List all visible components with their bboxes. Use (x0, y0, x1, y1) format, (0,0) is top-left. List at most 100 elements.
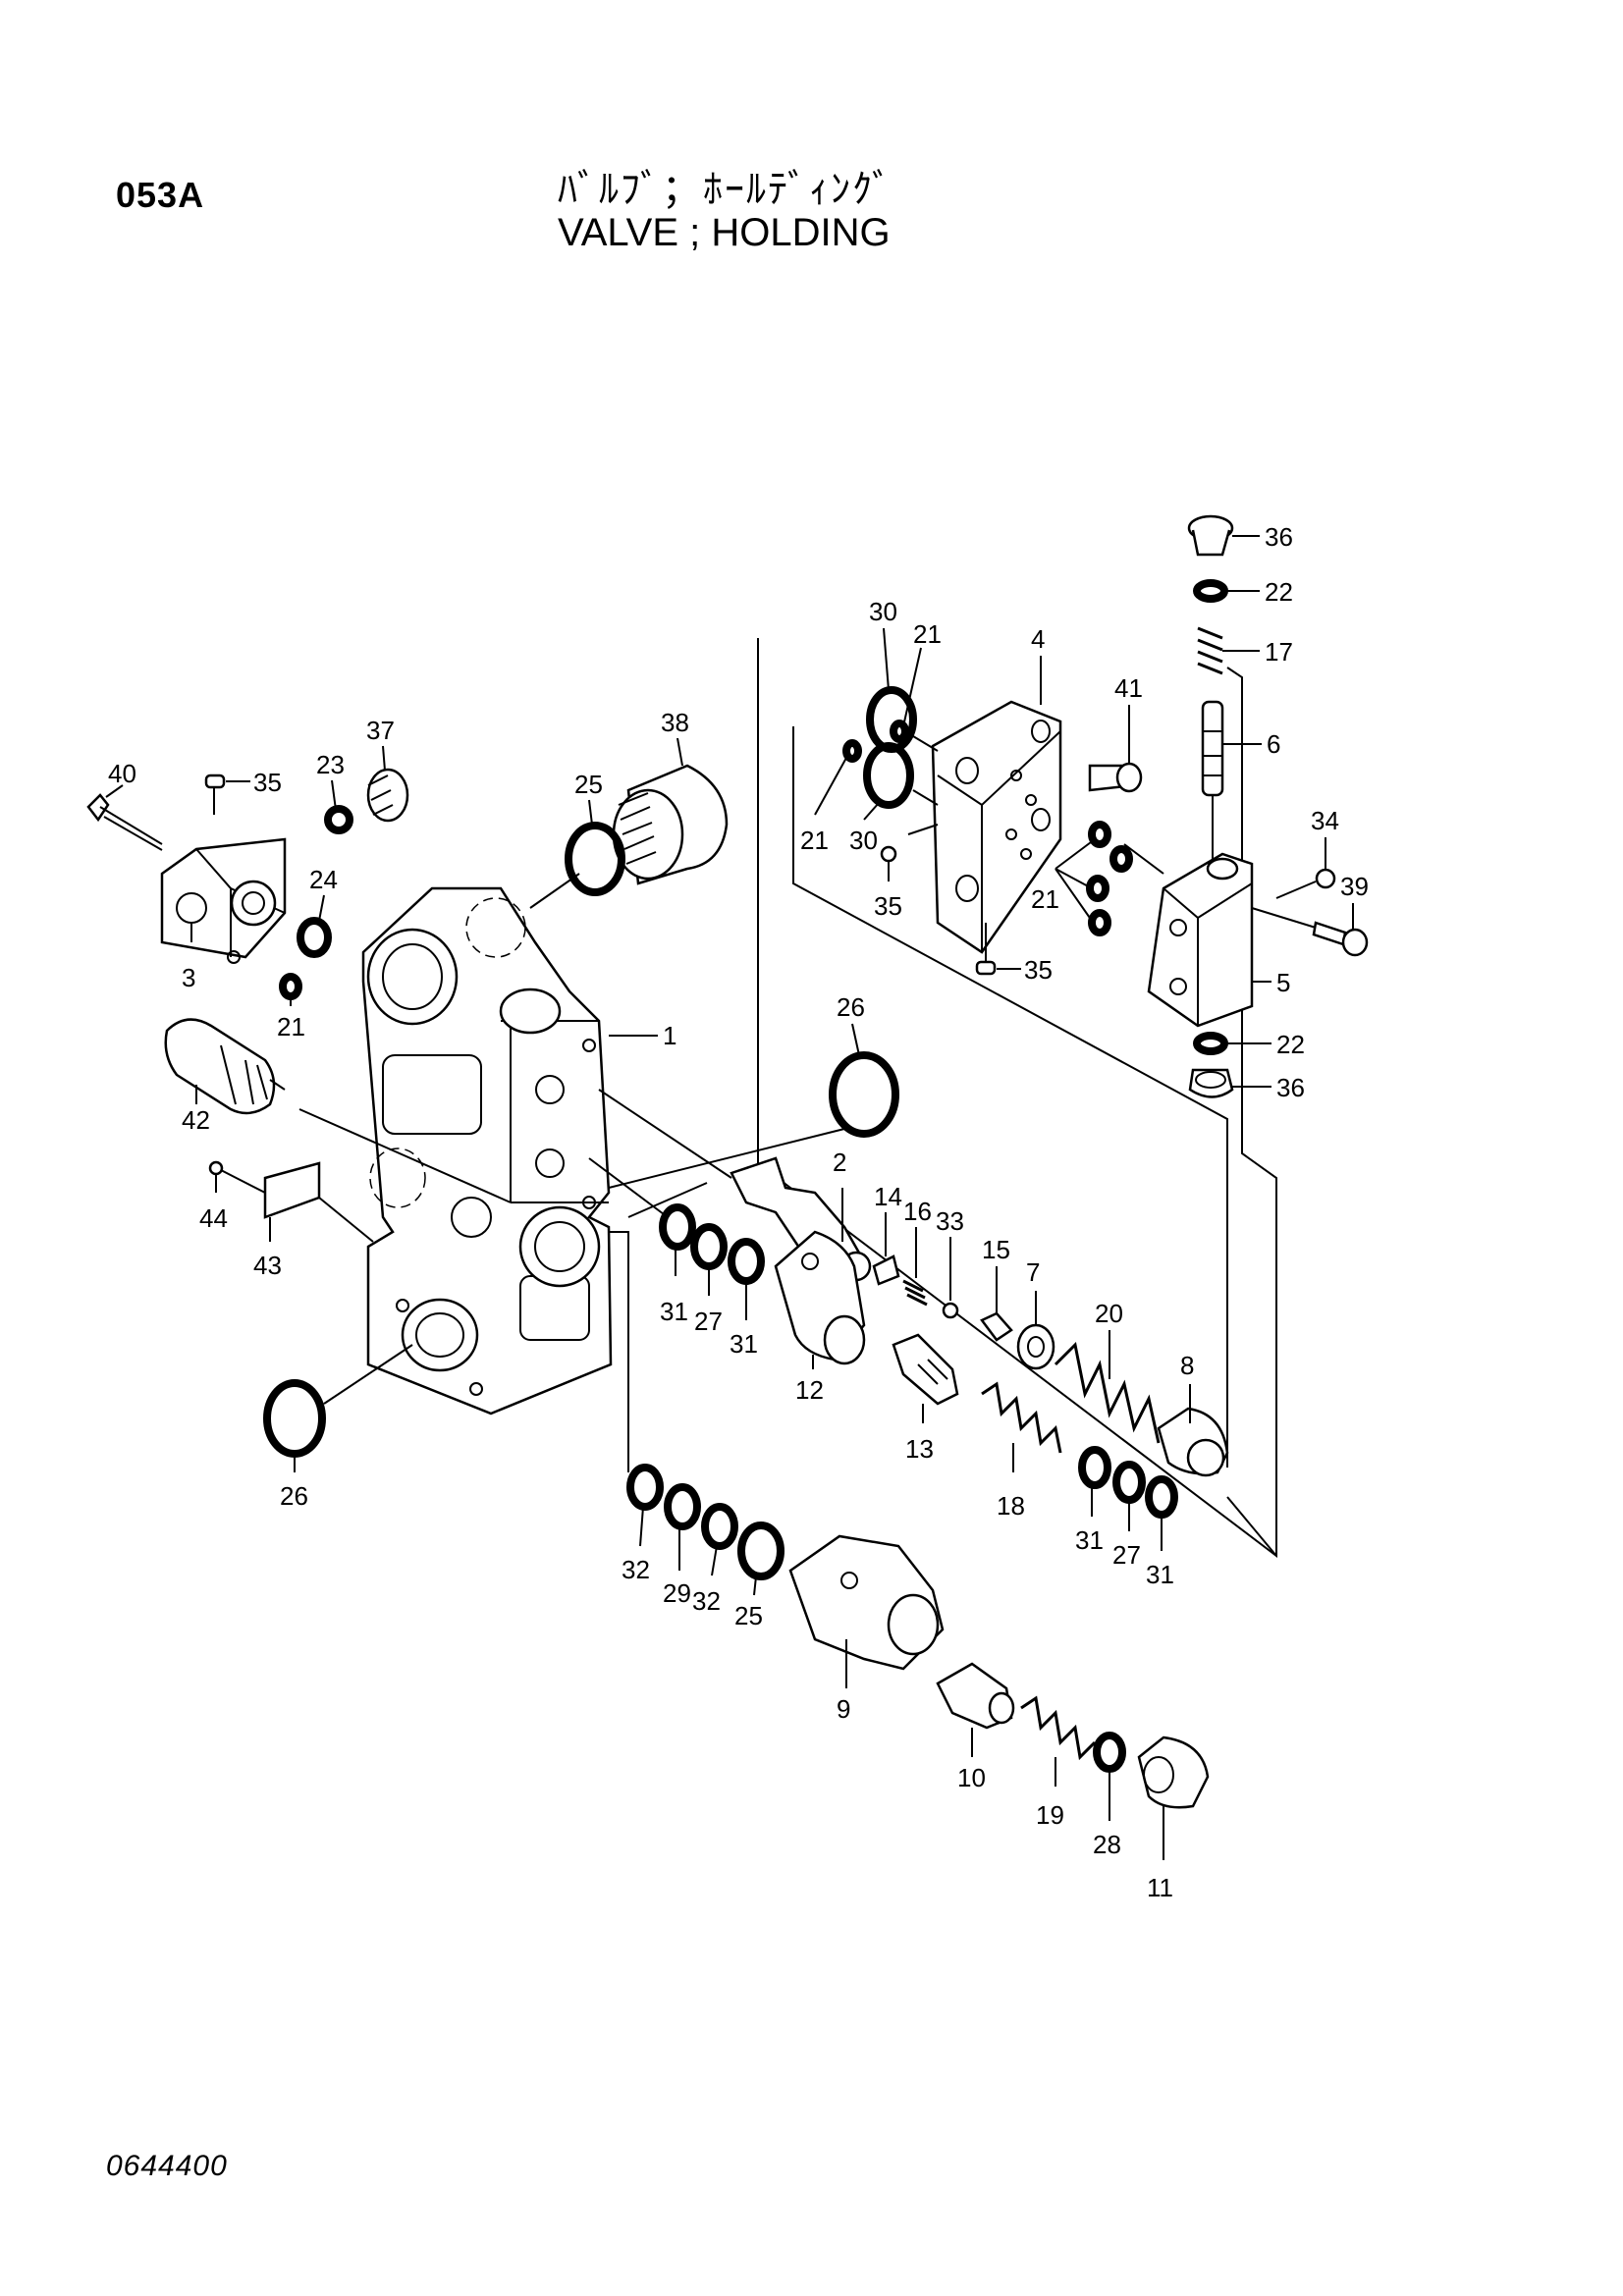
callout-label: 4 (1031, 624, 1045, 654)
oring-22-bottom (1193, 1032, 1228, 1055)
callout-label: 32 (692, 1586, 721, 1616)
callout-label: 43 (253, 1251, 282, 1280)
pin-6-part (1201, 700, 1224, 797)
callout-label: 36 (1265, 522, 1293, 552)
callout-label: 29 (663, 1578, 691, 1608)
callout-label: 39 (1340, 872, 1369, 901)
oring-22-top (1193, 579, 1228, 603)
ball-33-part (942, 1302, 959, 1319)
leader-4 (907, 735, 939, 835)
bolt-41-part (1088, 762, 1143, 793)
oring-28 (1093, 1732, 1126, 1773)
oring-21-mid (842, 739, 862, 763)
callout-label: 30 (869, 597, 897, 626)
poppet-10-part (936, 1662, 1015, 1730)
page-code: 053A (116, 175, 205, 215)
callout-label: 8 (1180, 1351, 1194, 1380)
callout-layer: 1 2 3 4 5 6 7 8 9 10 11 12 13 (105, 522, 1369, 1902)
callout-label: 2 (833, 1148, 846, 1177)
callout-label: 1 (663, 1021, 676, 1050)
spring-20-part (1054, 1341, 1161, 1444)
callout-label: 20 (1095, 1299, 1123, 1328)
ring-27-a (690, 1223, 728, 1270)
callout-label: 22 (1276, 1030, 1305, 1059)
callout-label: 40 (108, 759, 136, 788)
sleeve-12-part (774, 1230, 866, 1365)
plug-35-top (204, 774, 226, 789)
callout-label: 26 (280, 1481, 308, 1511)
leader-lower-stack (609, 1231, 629, 1472)
oring-31-c (1078, 1446, 1111, 1489)
plug-11-part (1137, 1735, 1210, 1809)
leader-43 (220, 1169, 374, 1243)
callout-label: 31 (1146, 1560, 1174, 1589)
callout-label: 16 (903, 1197, 932, 1226)
callout-label: 41 (1114, 673, 1143, 703)
leader-42 (298, 1108, 512, 1203)
callout-label: 23 (316, 750, 345, 779)
plug-37-part (366, 768, 409, 823)
callout-label: 5 (1276, 968, 1290, 997)
oring-21-top (890, 720, 909, 743)
callout-label: 27 (1112, 1540, 1141, 1570)
oring-24 (297, 917, 332, 958)
oring-32-a (626, 1464, 664, 1511)
block-5-part (1147, 852, 1254, 1028)
poppet-13-part (892, 1333, 959, 1406)
leader-31 (588, 1157, 669, 1218)
callout-label: 42 (182, 1105, 210, 1135)
callout-label: 31 (660, 1297, 688, 1326)
piston-15-part (980, 1311, 1013, 1342)
callout-label: 35 (1024, 955, 1053, 985)
plug-14-part (872, 1255, 900, 1286)
leader-26-left (323, 1344, 413, 1405)
leader-21-block (1123, 843, 1164, 875)
oring-21-r1 (1088, 821, 1111, 848)
title-english: VALVE ; HOLDING (558, 211, 891, 254)
callout-label: 19 (1036, 1800, 1064, 1830)
callout-label: 25 (574, 770, 603, 799)
oring-21-r3 (1086, 875, 1109, 902)
oring-21-r4 (1088, 909, 1111, 936)
callout-label: 26 (837, 992, 865, 1022)
plug-38-part (612, 764, 729, 885)
cover-block-part (160, 837, 287, 964)
oring-25-lower (737, 1522, 784, 1580)
oring-26-left (263, 1379, 326, 1458)
callout-label: 14 (874, 1182, 902, 1211)
oring-25-top (565, 822, 625, 896)
callout-label: 28 (1093, 1830, 1121, 1859)
callout-label: 18 (997, 1491, 1025, 1521)
callout-label: 15 (982, 1235, 1010, 1264)
callout-label: 11 (1147, 1873, 1173, 1902)
rivet-44-part (208, 1160, 224, 1176)
spring-17-part (1197, 626, 1223, 675)
plug-36-bottom-part (1188, 1068, 1234, 1098)
callout-label: 12 (795, 1375, 824, 1405)
oring-31-a (659, 1203, 696, 1251)
callout-label: 25 (734, 1601, 763, 1630)
seat-7-part (1016, 1323, 1055, 1370)
oring-32-b (701, 1503, 738, 1550)
oring-21-left (279, 973, 302, 1000)
spring-16-part (902, 1279, 928, 1307)
spring-18-part (981, 1381, 1062, 1454)
leader-26-right (608, 1128, 845, 1218)
callout-label: 3 (182, 963, 195, 992)
oring-21-r2 (1109, 845, 1133, 873)
screw-35-mid (880, 845, 897, 863)
callout-label: 35 (874, 891, 902, 921)
callout-label: 30 (849, 826, 878, 855)
leader-39 (1251, 907, 1317, 929)
valve-body-part (361, 886, 613, 1415)
callout-label: 44 (199, 1203, 228, 1233)
sensor-42-part (164, 1018, 286, 1115)
callout-label: 21 (800, 826, 829, 855)
callout-label: 27 (694, 1307, 723, 1336)
callout-label: 31 (730, 1329, 758, 1359)
cover-plate-4-part (931, 700, 1062, 954)
callout-label: 7 (1026, 1257, 1040, 1287)
oring-30-mid (863, 742, 914, 809)
screw-35-lower (975, 960, 997, 976)
leader-34 (1275, 881, 1317, 899)
